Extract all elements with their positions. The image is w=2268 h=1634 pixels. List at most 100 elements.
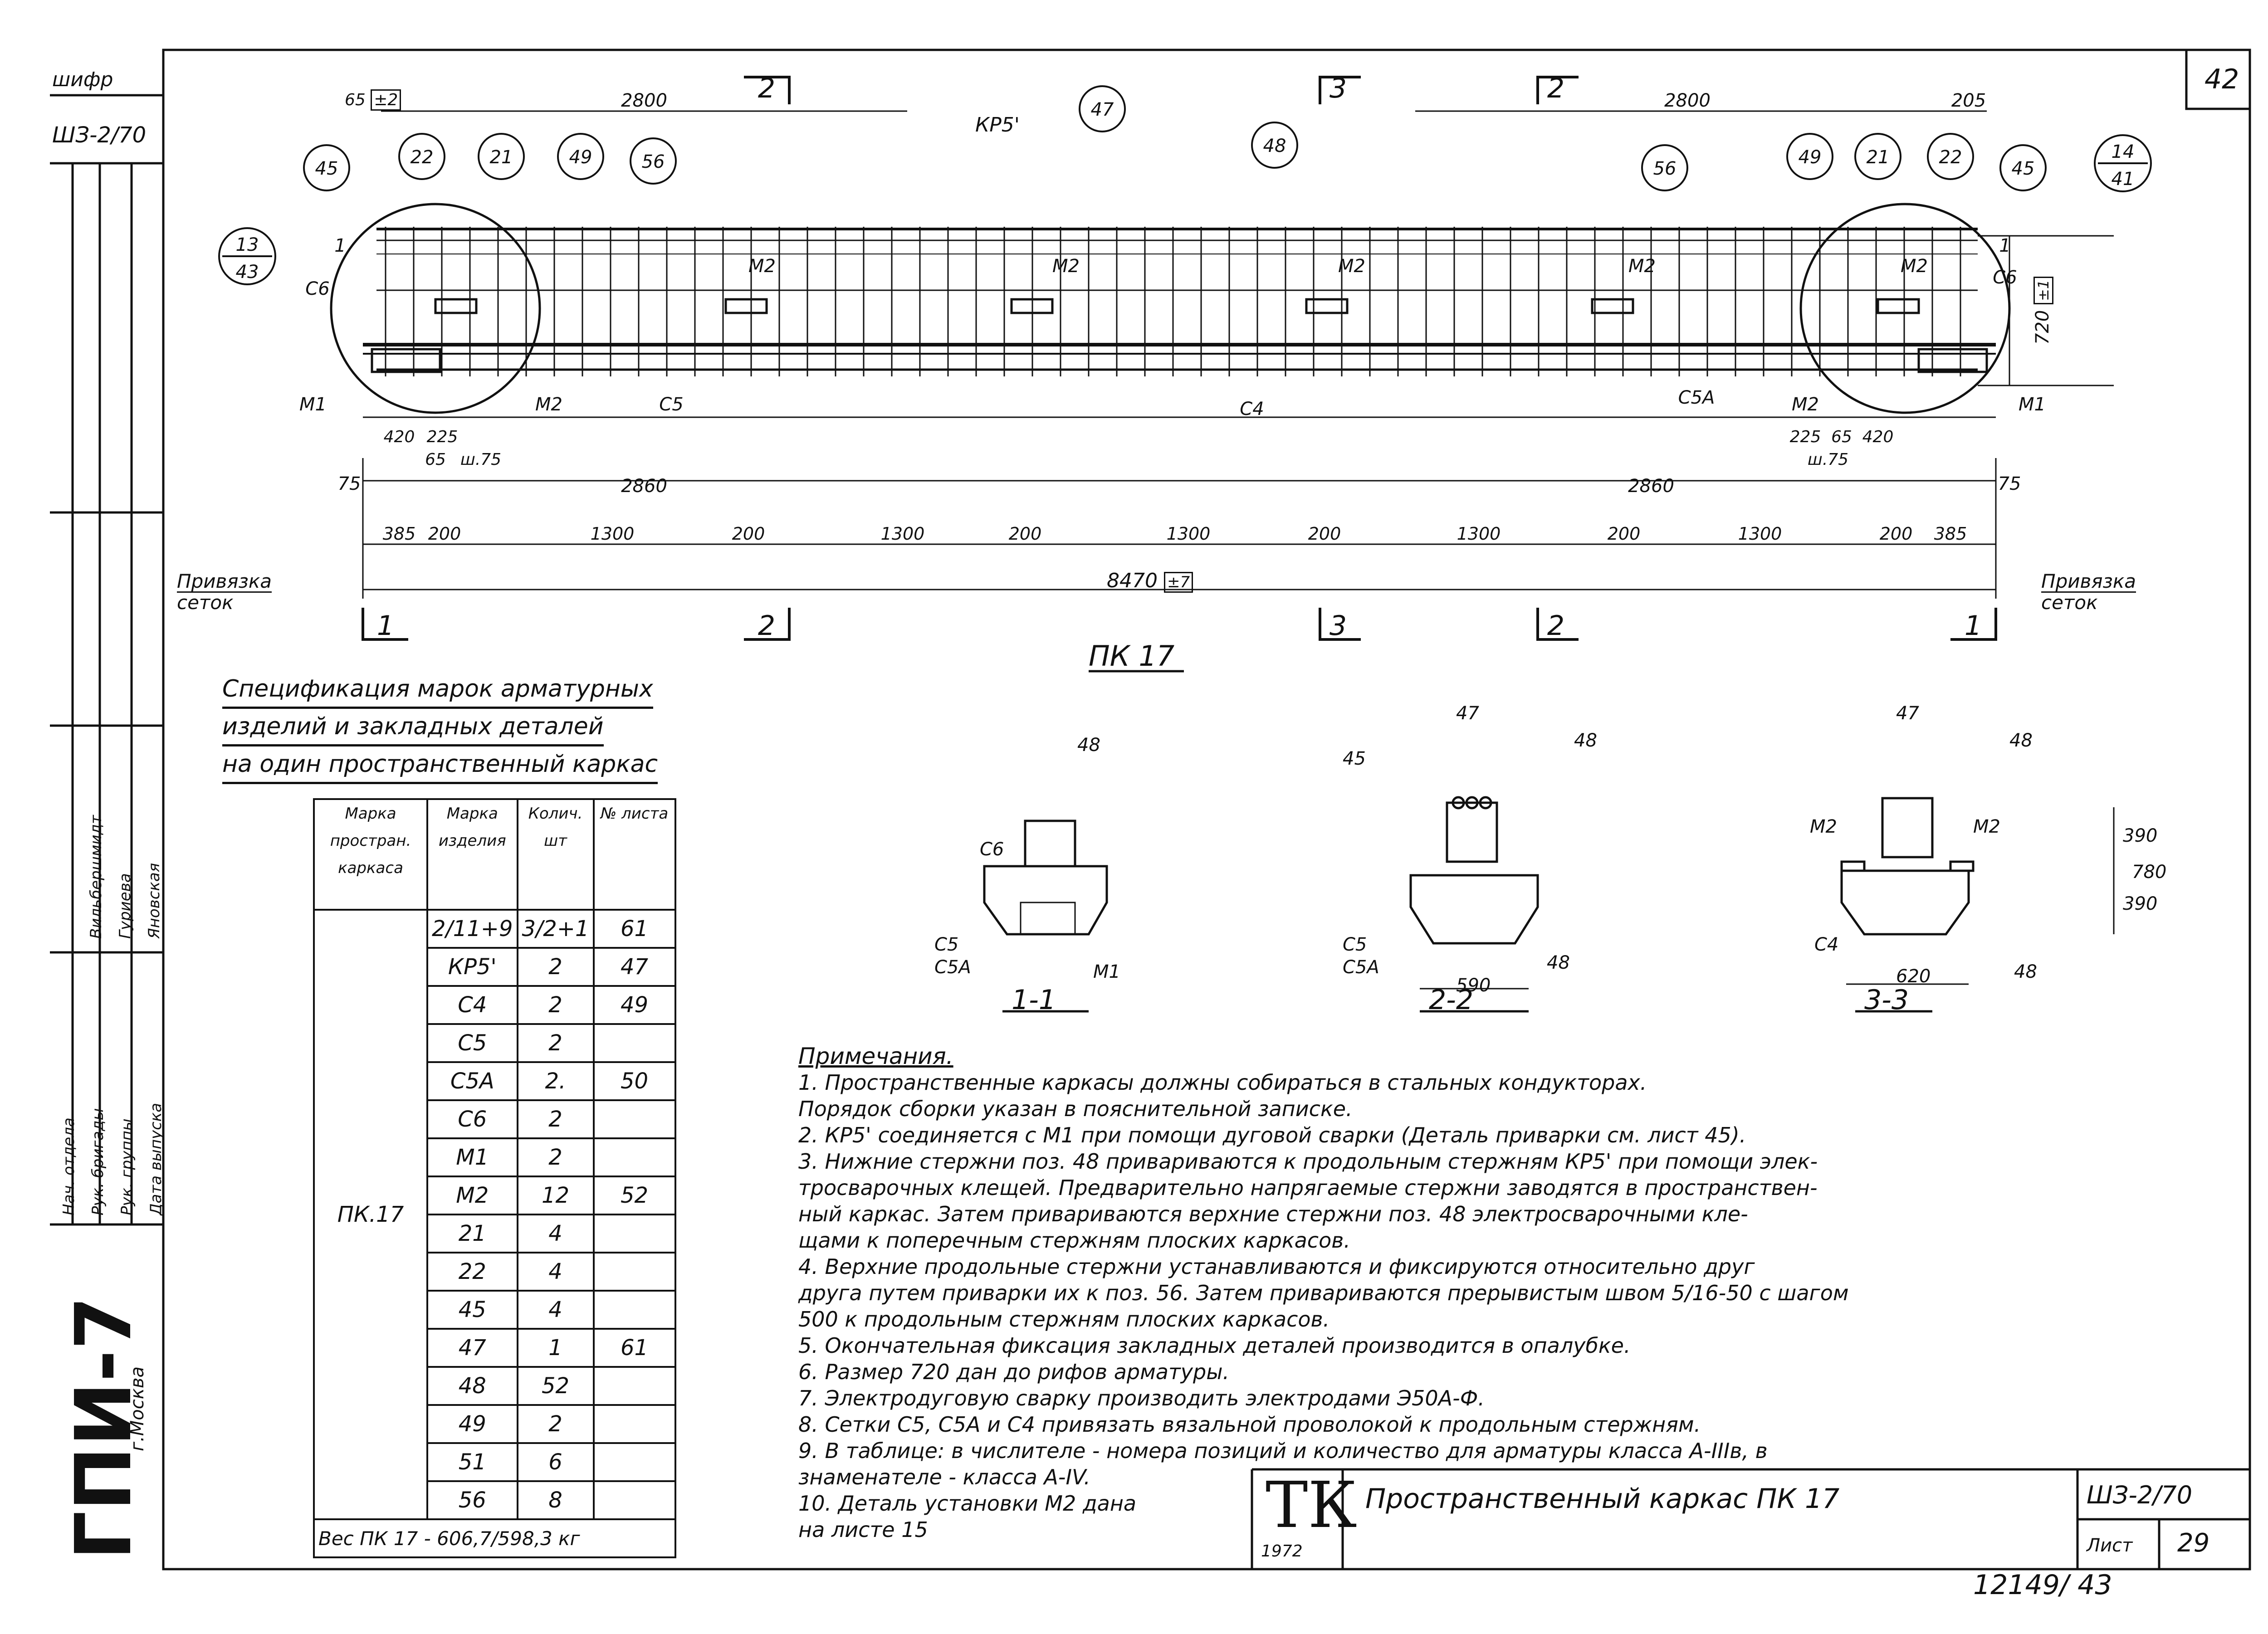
callout-label: 21 <box>1867 147 1890 168</box>
cell-mark: C5 <box>426 1023 518 1063</box>
note-line: Порядок сборки указан в пояснительной за… <box>798 1097 1353 1121</box>
dimension-text: ш.75 <box>460 450 501 469</box>
section-label: 47 <box>1896 703 1919 724</box>
sheet-cipher-label: шифр <box>52 68 113 91</box>
dimension-text: 65 <box>425 450 446 469</box>
part-label: 1 <box>1999 235 2010 256</box>
cell-sheet <box>592 1291 676 1330</box>
cell-sheet <box>592 1253 676 1292</box>
cell-qty: 4 <box>516 1214 595 1254</box>
detail-ref-top: 13 <box>236 234 259 255</box>
cell-mark: 48 <box>426 1366 518 1406</box>
dimension-text: 420 <box>1862 428 1894 446</box>
section-label: 390 <box>2123 825 2158 846</box>
dimension-lines <box>362 110 2114 599</box>
section-label: 780 <box>2132 862 2167 883</box>
dimension-text: 2860 <box>621 476 667 497</box>
dimension-text: 200 <box>1880 524 1913 544</box>
main-title: ПК 17 <box>1089 639 1175 673</box>
part-label: M2 <box>1052 256 1080 277</box>
section-mark: 3 <box>1330 610 1347 642</box>
dimension-text: 200 <box>1308 524 1341 544</box>
section-label: 590 <box>1456 975 1491 996</box>
height-dim: 720 ±1 <box>2032 276 2053 345</box>
section-label: 48 <box>1077 735 1100 756</box>
beam-elevation <box>330 203 2011 414</box>
callout-circle <box>1251 122 1298 169</box>
part-label: M2 <box>1901 256 1928 277</box>
title-block-frame <box>1251 1468 2250 1569</box>
title-sheet-label: Лист <box>2087 1535 2133 1556</box>
section-mark: 2 <box>1547 73 1564 104</box>
part-label: C5A <box>1678 387 1715 408</box>
callout-label: 49 <box>569 147 592 168</box>
part-label: M1 <box>2019 394 2046 415</box>
note-line: знаменателе - класса А-IV. <box>798 1465 1090 1489</box>
cell-qty: 1 <box>516 1328 595 1368</box>
note-line: 9. В таблице: в числителе - номера позиц… <box>798 1439 1768 1463</box>
cell-qty: 8 <box>516 1480 595 1520</box>
section-2-2-title: 2-2 <box>1429 984 1473 1016</box>
callout-circle <box>478 133 525 180</box>
notes: Примечания. 1. Пространственные каркасы … <box>798 1043 2114 1543</box>
section-label: C6 <box>980 839 1004 860</box>
dimension-text: 205 <box>1951 90 1986 111</box>
top-tolerance: 65 ±2 <box>345 89 401 111</box>
cell-sheet <box>592 1138 676 1177</box>
note-line: 10. Деталь установки М2 дана <box>798 1491 1137 1516</box>
dimension-text: 2860 <box>1628 476 1674 497</box>
section-mark: 2 <box>758 610 775 642</box>
note-line: тросварочных клещей. Предварительно напр… <box>798 1176 1818 1200</box>
callout-circle <box>1927 133 1974 180</box>
cell-sheet: 52 <box>592 1176 676 1215</box>
callout-label: 56 <box>1653 158 1677 179</box>
section-label: 48 <box>1574 730 1597 751</box>
cell-qty: 2 <box>516 1137 595 1177</box>
cell-mark: C4 <box>426 985 518 1025</box>
section-label: 620 <box>1896 966 1931 987</box>
cell-sheet: 61 <box>592 909 676 949</box>
part-label: M2 <box>1338 256 1365 277</box>
cell-mark: M1 <box>426 1137 518 1177</box>
title-code: ШЗ-2/70 <box>2087 1481 2193 1509</box>
dimension-text: 420 <box>384 428 415 446</box>
cell-qty: 2. <box>516 1061 595 1101</box>
dimension-text: 1300 <box>1167 524 1211 544</box>
note-line: 6. Размер 720 дан до рифов арматуры. <box>798 1360 1230 1384</box>
section-3-3 <box>1840 797 2115 1013</box>
section-label: 48 <box>2009 730 2033 751</box>
note-line: друга путем приварки их к поз. 56. Затем… <box>798 1281 1849 1305</box>
dimension-text: 225 <box>1790 428 1821 446</box>
title-sheet-no: 29 <box>2177 1528 2210 1558</box>
cell-qty: 6 <box>516 1442 595 1482</box>
cell-sheet: 47 <box>592 947 676 987</box>
section-mark: 2 <box>758 73 775 104</box>
callout-label: 47 <box>1091 99 1114 120</box>
dimension-text: 200 <box>732 524 765 544</box>
cell-qty: 52 <box>516 1366 595 1406</box>
overall-length: 8470 ±7 <box>1107 569 1193 593</box>
cell-qty: 2 <box>516 1404 595 1444</box>
side-stamp-roles: Нач. отдела Рук. бригады Рук. группы Дат… <box>60 1102 165 1215</box>
detail-ref-top: 14 <box>2112 141 2135 162</box>
section-mark: 3 <box>1330 73 1347 104</box>
callout-circle <box>1641 144 1688 191</box>
callout-label: 48 <box>1263 136 1286 156</box>
part-label: C6 <box>1993 267 2017 288</box>
note-line: 7. Электродуговую сварку производить эле… <box>798 1386 1485 1410</box>
dimension-text: 200 <box>1608 524 1641 544</box>
cell-mark: 56 <box>426 1480 518 1520</box>
callout-circle <box>398 133 445 180</box>
callout-label: 56 <box>642 151 665 172</box>
